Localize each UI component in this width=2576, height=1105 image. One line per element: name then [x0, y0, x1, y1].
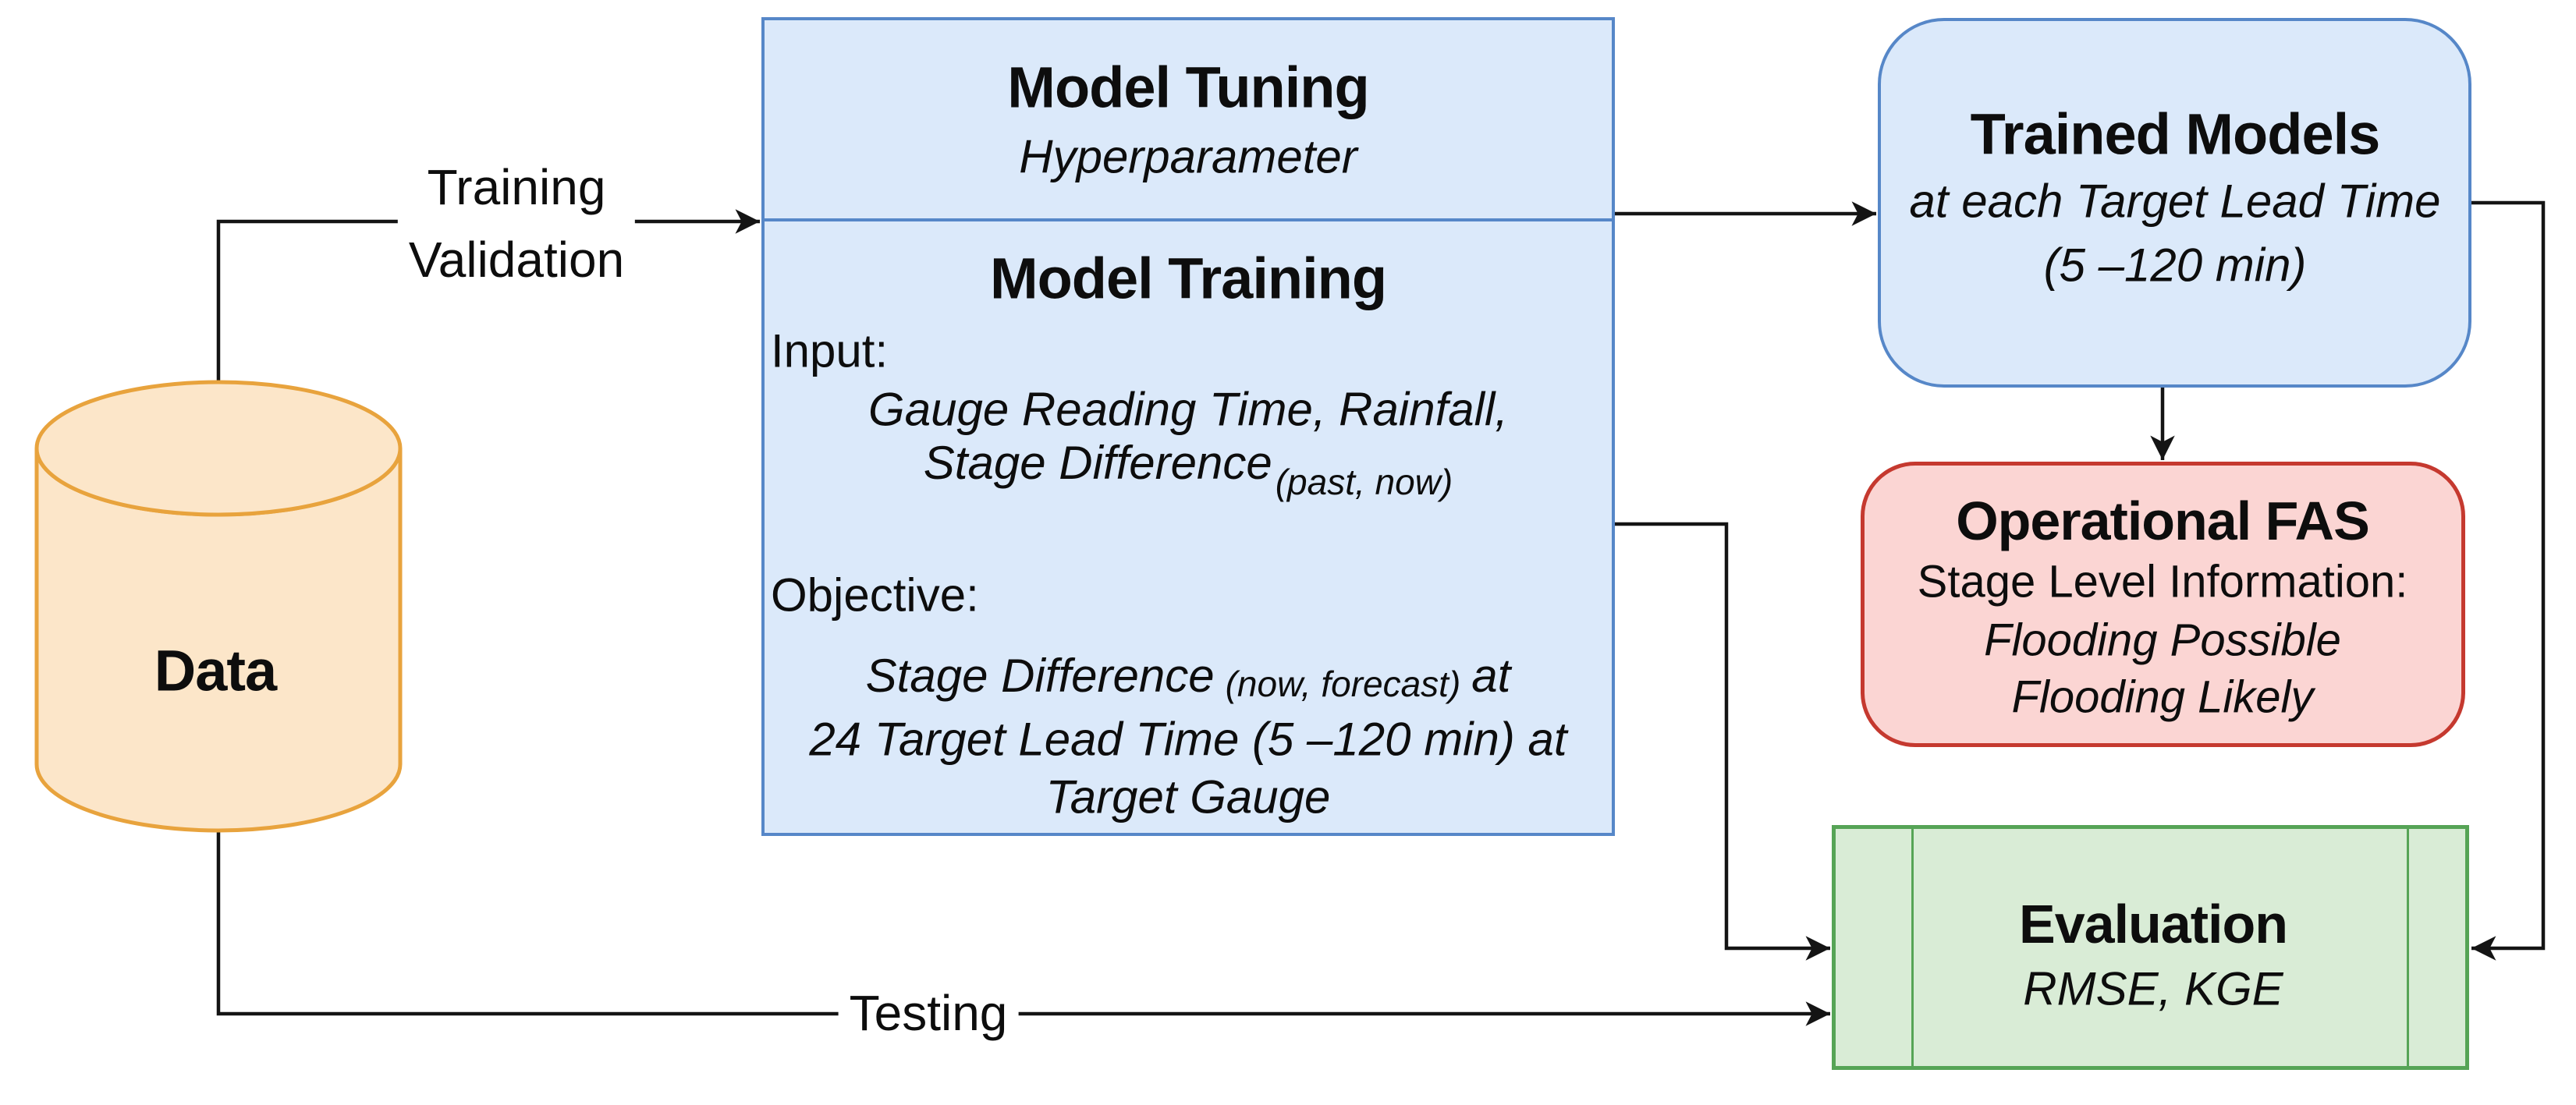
model-objective-line1-tail: at: [1471, 650, 1511, 702]
operational-fas-node: [1861, 462, 2465, 747]
trained-models-title: Trained Models: [1970, 101, 2381, 167]
edge-model-to-evaluation: [1615, 522, 1830, 961]
evaluation-left-bar: [1911, 829, 1914, 1066]
model-input-line2: Stage Difference(past, now): [924, 436, 1453, 503]
database-cylinder-shape: [34, 380, 403, 833]
model-tuning-subtitle: Hyperparameter: [1019, 130, 1357, 183]
trained-models-subtitle1: at each Target Lead Time: [1909, 175, 2441, 228]
model-objective-line3: Target Gauge: [1045, 770, 1331, 823]
edge-label-training-validation: Training Validation: [397, 151, 636, 296]
model-training-title: Model Training: [989, 246, 1387, 311]
operational-fas-line1: Stage Level Information:: [1917, 556, 2408, 607]
trained-models-node: [1878, 18, 2471, 388]
evaluation-node: [1832, 825, 2469, 1070]
operational-fas-title: Operational FAS: [1956, 491, 2370, 551]
edge-trained-to-evaluation: [2471, 200, 2546, 961]
trained-models-subtitle2: (5 –120 min): [2043, 239, 2307, 292]
edge-label-validation: Validation: [408, 232, 625, 288]
model-objective-line1: Stage Difference(now, forecast)at: [866, 649, 1511, 705]
model-input-label: Input:: [771, 324, 889, 377]
operational-fas-line3: Flooding Likely: [2011, 671, 2314, 723]
edge-testing: [216, 828, 1830, 1026]
edge-label-training: Training: [427, 159, 606, 215]
edge-label-testing: Testing: [838, 984, 1019, 1042]
model-objective-line1-sub: (now, forecast): [1225, 664, 1461, 704]
data-store-label: Data: [154, 638, 277, 703]
model-input-line2-subscript: (past, now): [1275, 462, 1453, 502]
model-tuning-title: Model Tuning: [1007, 55, 1369, 120]
evaluation-right-bar: [2407, 829, 2409, 1066]
model-objective-line1-main: Stage Difference: [865, 650, 1215, 702]
evaluation-title: Evaluation: [2019, 894, 2288, 954]
model-box-divider: [761, 218, 1615, 221]
model-input-line2-main: Stage Difference: [923, 437, 1272, 489]
model-input-line1: Gauge Reading Time, Rainfall,: [868, 383, 1508, 436]
model-objective-line2: 24 Target Lead Time (5 –120 min) at: [809, 713, 1567, 766]
model-objective-label: Objective:: [771, 568, 979, 622]
operational-fas-line2: Flooding Possible: [1984, 614, 2341, 666]
model-tuning-training-node: [761, 17, 1615, 836]
evaluation-subtitle: RMSE, KGE: [2023, 962, 2283, 1015]
